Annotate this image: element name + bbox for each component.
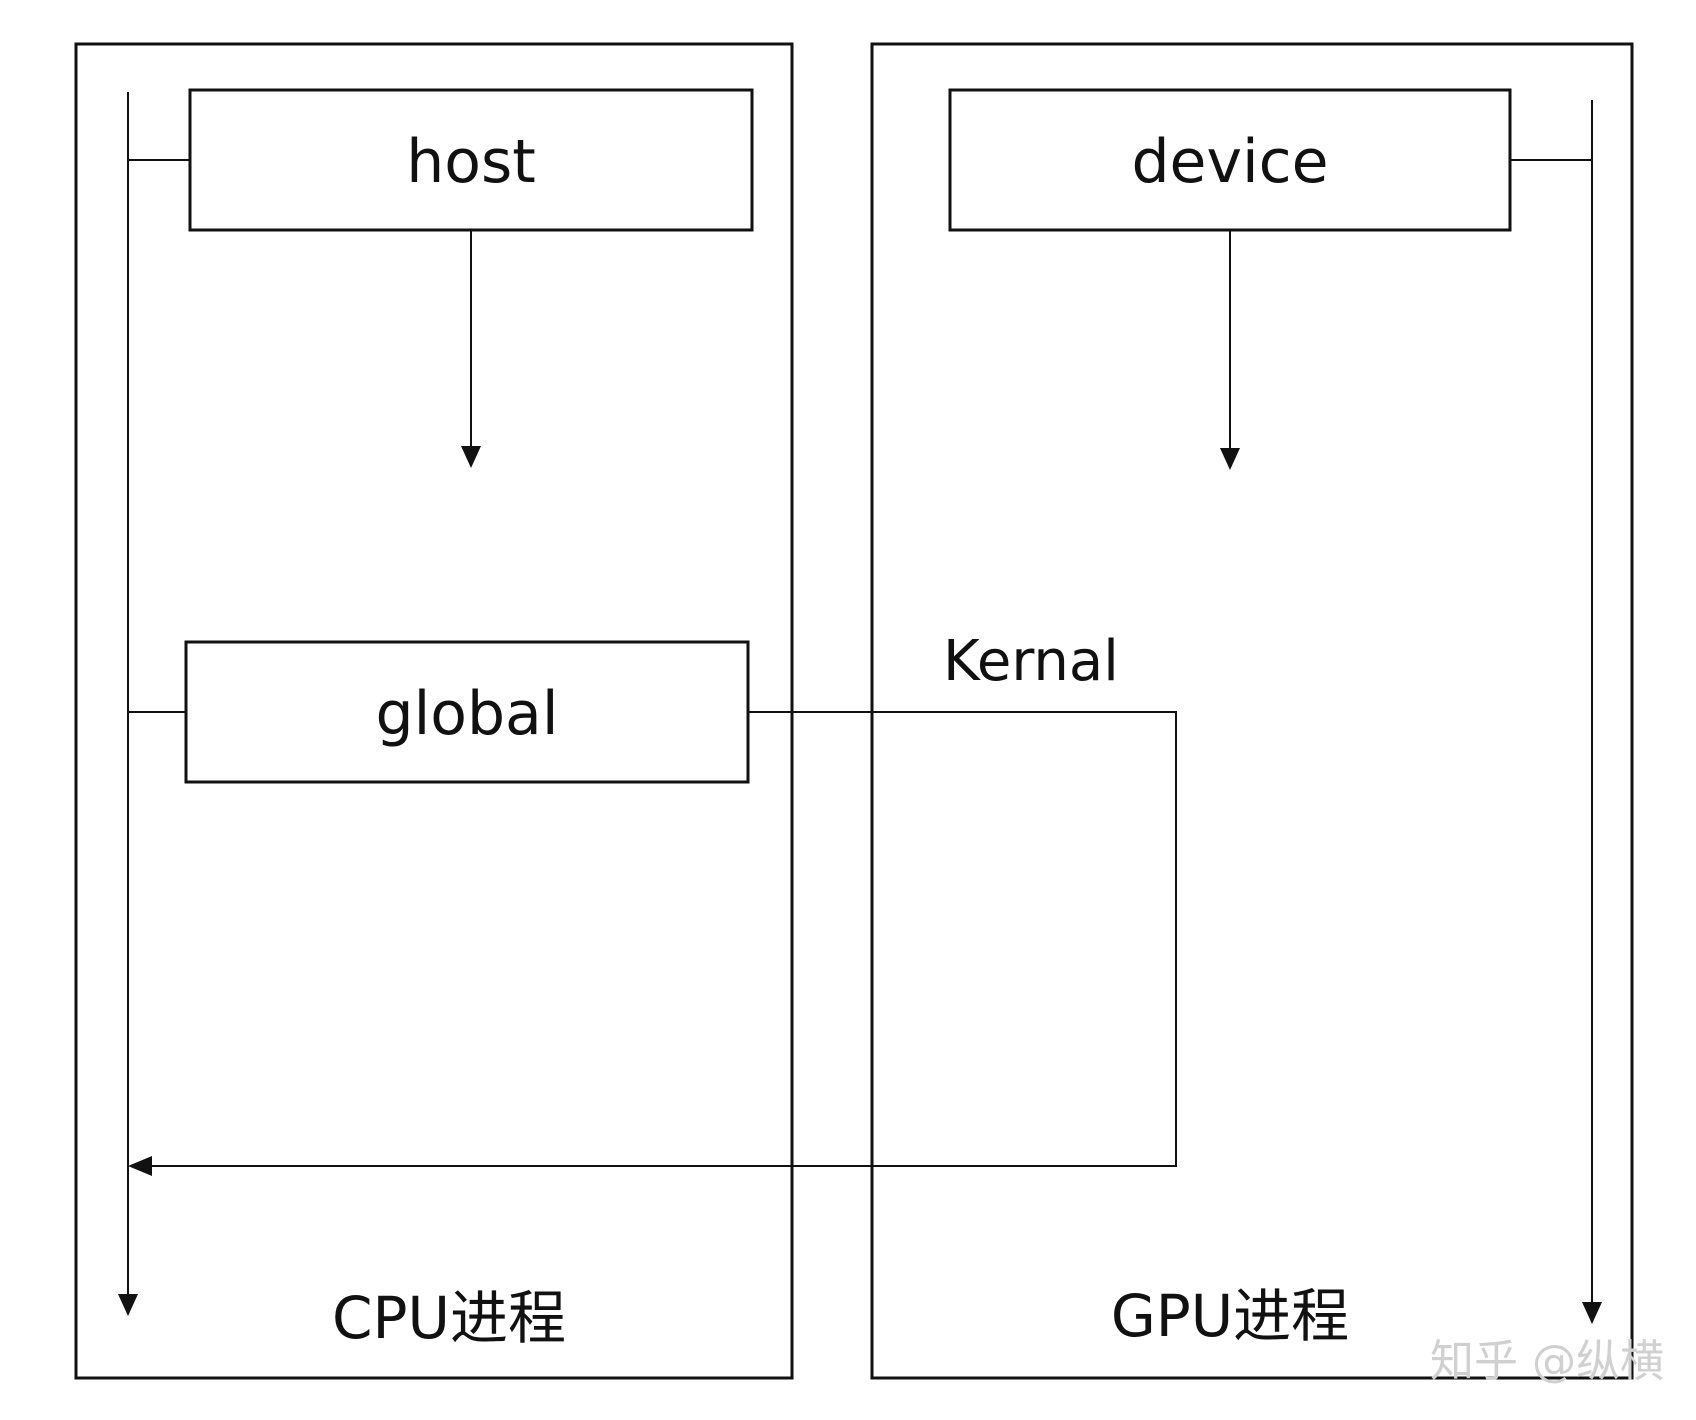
gpu-process-label: GPU进程 xyxy=(1111,1282,1349,1350)
device-label: device xyxy=(1131,127,1328,197)
host-label: host xyxy=(406,127,536,197)
kernal-path xyxy=(140,711,1177,1167)
device-box xyxy=(948,88,1512,232)
kernal-label: Kernal xyxy=(943,629,1119,694)
device-down-arrowhead xyxy=(1220,448,1240,470)
host-box xyxy=(188,88,754,232)
cpu-timeline-arrowhead xyxy=(118,1294,138,1316)
watermark-text: 知乎 @纵横 xyxy=(1430,1336,1664,1387)
cpu-process-label: CPU进程 xyxy=(332,1284,566,1352)
gpu-timeline-arrowhead xyxy=(1582,1302,1602,1324)
global-label: global xyxy=(376,679,559,749)
host-down-arrowhead xyxy=(461,446,481,468)
kernal-return-arrowhead xyxy=(128,1156,152,1176)
